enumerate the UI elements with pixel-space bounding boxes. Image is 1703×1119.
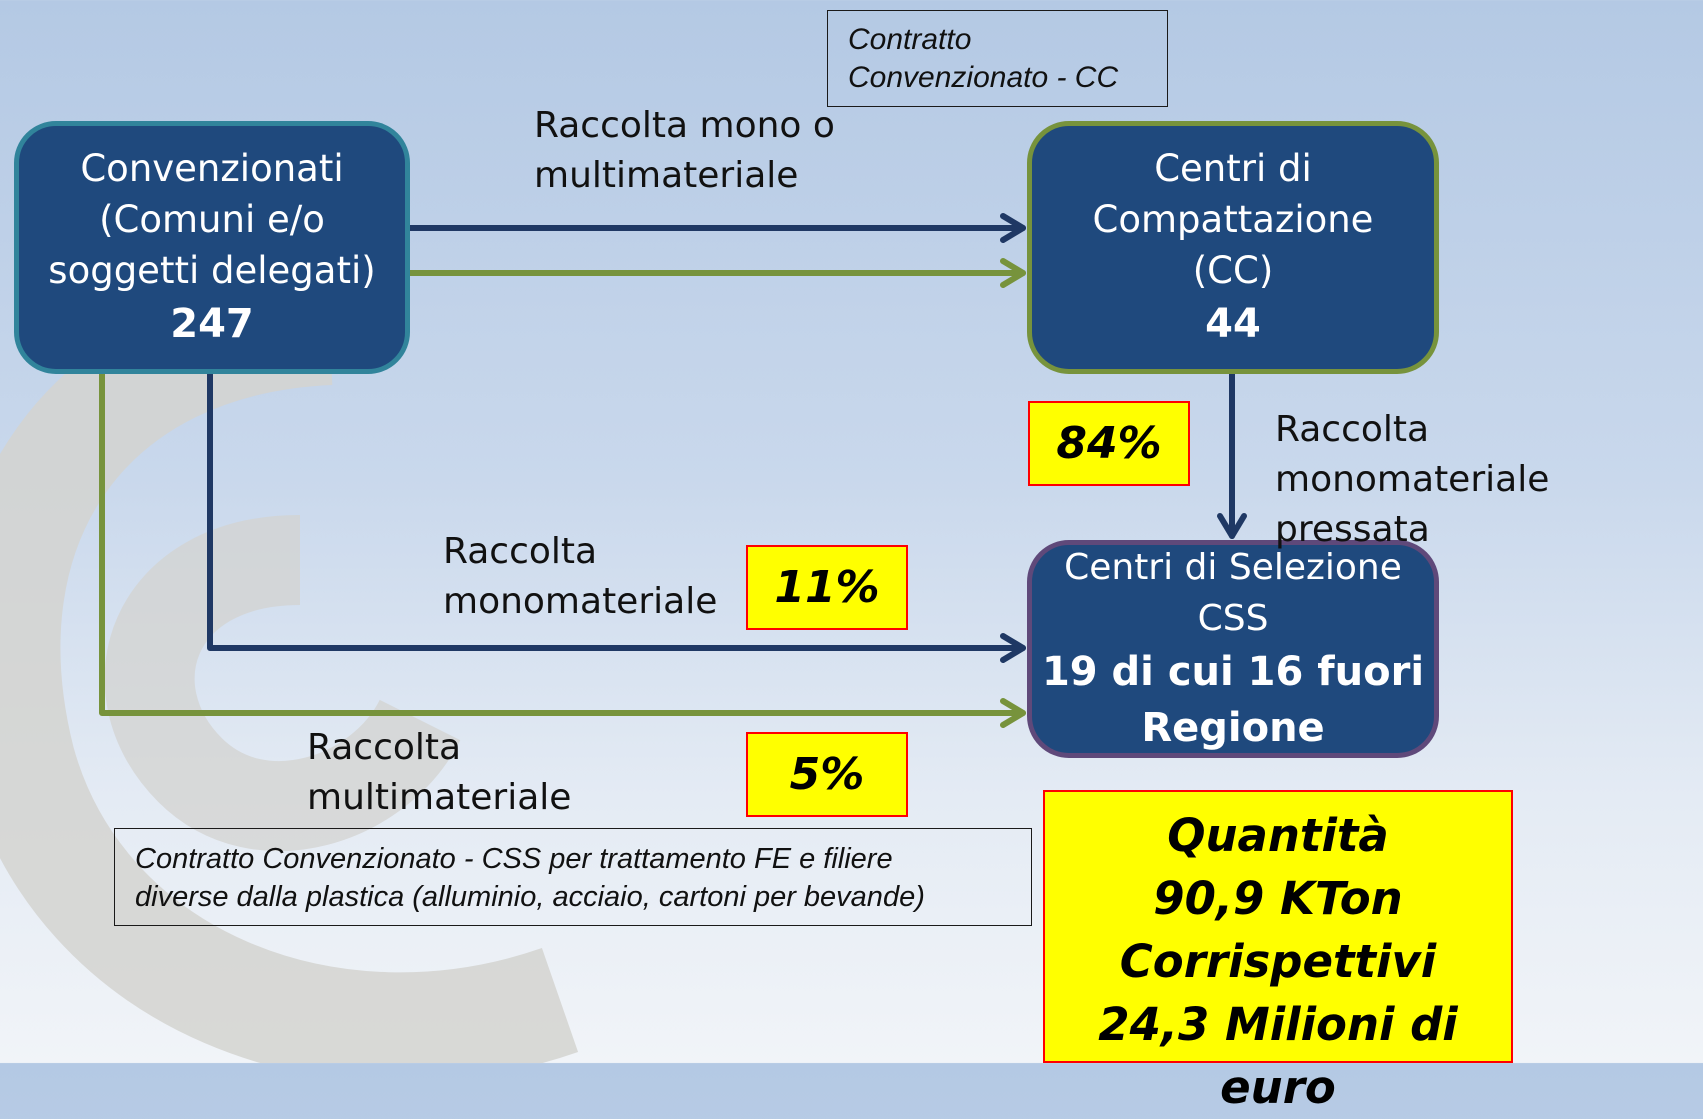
node-cc-count: 44 <box>1205 301 1261 347</box>
label-multi-line-1: Raccolta <box>307 727 462 768</box>
node-cc-line-3: (CC) <box>1192 249 1274 292</box>
node-css-line-1: Centri di Selezione <box>1064 547 1402 588</box>
label-mono-pressata-line-1: Raccolta monomateriale <box>1275 409 1550 500</box>
badge-84-percent: 84% <box>1028 401 1190 486</box>
background-swirl <box>0 275 579 1063</box>
label-mono-pressata-line-2: pressata <box>1275 509 1430 550</box>
label-multi-line-2: multimateriale <box>307 777 572 818</box>
label-mono-multi-line-2: multimateriale <box>534 155 799 196</box>
summary-fees-label: Corrispettivi <box>1119 935 1437 988</box>
node-convenzionati-count: 247 <box>170 301 254 347</box>
label-mono-line-1: Raccolta <box>443 531 598 572</box>
arrow-conv-to-css-blue <box>207 371 1026 651</box>
node-selezione: Centri di Selezione CSS 19 di cui 16 fuo… <box>1027 540 1439 758</box>
note-cc-line-1: Contratto <box>848 23 972 56</box>
node-cc-line-2: Compattazione <box>1092 198 1374 241</box>
node-css-line-2: CSS <box>1197 598 1269 639</box>
badge-5-percent: 5% <box>746 732 908 817</box>
note-css-line-2: diverse dalla plastica (alluminio, accia… <box>135 881 925 913</box>
flow-arrows <box>99 213 1247 728</box>
node-css-bold-line-2: Regione <box>1141 705 1325 751</box>
summary-fees-value: 24,3 Milioni di euro <box>1098 998 1458 1114</box>
label-mono-line-2: monomateriale <box>443 581 718 622</box>
note-contratto-cc: Contratto Convenzionato - CC <box>827 10 1168 107</box>
label-mono-multi: Raccolta mono o multimateriale <box>534 101 835 201</box>
label-mono-multi-line-1: Raccolta mono o <box>534 105 835 146</box>
node-convenzionati-line-3: soggetti delegati) <box>48 249 376 292</box>
summary-quantity-label: Quantità <box>1167 809 1389 862</box>
label-mono-pressata: Raccolta monomateriale pressata <box>1275 405 1703 555</box>
node-convenzionati: Convenzionati (Comuni e/o soggetti deleg… <box>14 121 410 374</box>
badge-11-percent: 11% <box>746 545 908 630</box>
node-convenzionati-line-2: (Comuni e/o <box>99 198 325 241</box>
node-convenzionati-line-1: Convenzionati <box>80 147 344 190</box>
note-cc-line-2: Convenzionato - CC <box>848 61 1119 94</box>
note-css-line-1: Contratto Convenzionato - CSS per tratta… <box>135 843 893 875</box>
label-mono: Raccolta monomateriale <box>443 527 717 627</box>
note-contratto-css: Contratto Convenzionato - CSS per tratta… <box>114 828 1032 926</box>
node-cc-line-1: Centri di <box>1154 147 1312 190</box>
arrow-conv-to-css-green <box>99 361 1026 716</box>
node-css-bold-line-1: 19 di cui 16 fuori <box>1041 649 1425 695</box>
summary-quantity-value: 90,9 KTon <box>1153 872 1403 925</box>
label-multi: Raccolta multimateriale <box>307 723 571 823</box>
node-compattazione: Centri di Compattazione (CC) 44 <box>1027 121 1439 374</box>
summary-box: Quantità 90,9 KTon Corrispettivi 24,3 Mi… <box>1043 790 1513 1114</box>
